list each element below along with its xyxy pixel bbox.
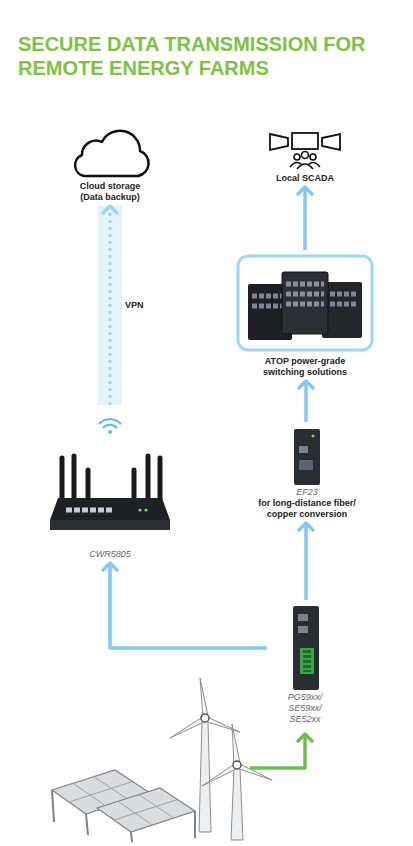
data-link — [304, 523, 308, 600]
device-node: EF23for long-distance fiber/ copper conv… — [242, 425, 372, 520]
panel-leg — [52, 790, 54, 822]
cloud-icon — [75, 131, 148, 176]
person-icon — [302, 152, 309, 159]
turbine-blade — [232, 724, 240, 765]
title: SECURE DATA TRANSMISSION FOR REMOTE ENER… — [18, 32, 403, 80]
arrowhead — [103, 206, 117, 213]
arrowhead — [298, 187, 312, 194]
model-name: PG59xx/ SE59xx/ SE52xx — [282, 692, 328, 725]
led — [312, 435, 315, 438]
switch-device — [282, 272, 328, 334]
turbine-tower — [199, 721, 211, 832]
arrowhead — [299, 523, 313, 530]
led — [138, 508, 141, 511]
device-node: ATOP power-grade switching solutions — [235, 253, 375, 378]
turbine-hub — [201, 714, 209, 722]
port-row — [286, 292, 324, 297]
device-label: Cloud storage (Data backup) — [73, 181, 148, 203]
panel-leg — [86, 814, 88, 835]
wifi-symbol — [99, 419, 121, 424]
device-node: CWR5805 — [45, 408, 175, 560]
antenna — [158, 458, 163, 500]
device-label: ATOP power-grade switching solutions — [246, 356, 364, 378]
data-link — [303, 187, 307, 250]
antenna — [72, 456, 77, 500]
device-node: PG59xx/ SE59xx/ SE52xx — [270, 603, 340, 725]
antenna — [60, 458, 65, 500]
connector-group — [103, 206, 117, 405]
solar-panel — [97, 788, 195, 832]
panel-grid — [114, 800, 178, 821]
connector-group — [298, 187, 312, 250]
turbine-blade — [200, 678, 208, 718]
connector-group — [299, 381, 313, 422]
port-row — [330, 302, 358, 307]
data-link — [304, 381, 308, 422]
antenna — [86, 470, 91, 500]
person-icon — [297, 164, 313, 169]
port-row — [66, 508, 112, 513]
model-name: CWR5805 — [55, 549, 165, 560]
turbine-tower — [231, 768, 243, 840]
power-arrowhead — [298, 734, 312, 741]
link-label: VPN — [125, 300, 144, 311]
wifi-symbol — [108, 430, 112, 434]
person-icon — [310, 154, 316, 160]
data-link — [110, 563, 267, 648]
device-label: for long-distance fiber/ copper conversi… — [245, 498, 370, 520]
port-row — [330, 292, 358, 297]
monitor-icon — [322, 134, 340, 150]
gateway-device — [293, 606, 319, 690]
arrowhead — [299, 381, 313, 388]
panel-leg — [131, 832, 132, 842]
terminal-block — [300, 648, 314, 674]
port-row — [286, 302, 324, 307]
monitor-icon — [270, 134, 288, 150]
port — [299, 446, 308, 453]
model-name: EF23 — [245, 487, 370, 498]
port — [298, 614, 308, 621]
panel-grid — [69, 782, 133, 803]
connector-group — [299, 523, 313, 600]
device-node: Cloud storage (Data backup) — [50, 135, 170, 203]
turbine-hub — [233, 761, 241, 769]
led — [144, 508, 147, 511]
port-row — [286, 282, 324, 287]
terminal-block — [303, 650, 311, 672]
data-link — [109, 206, 112, 405]
router-body — [50, 498, 170, 520]
antenna — [132, 470, 137, 500]
power-line — [250, 734, 305, 768]
router-body — [50, 520, 170, 530]
monitor-icon — [292, 133, 318, 149]
connector-group — [103, 563, 267, 648]
highlight-frame — [238, 256, 372, 350]
converter-device — [294, 429, 320, 485]
port — [298, 626, 308, 633]
wifi-symbol — [103, 425, 117, 428]
device-node: Local SCADA — [250, 131, 360, 184]
port — [299, 460, 313, 470]
device-label: Local SCADA — [255, 173, 355, 184]
vpn-band — [98, 206, 122, 405]
person-icon — [294, 154, 300, 160]
arrowhead — [103, 563, 117, 570]
antenna — [146, 456, 151, 500]
panel-leg — [194, 811, 196, 838]
